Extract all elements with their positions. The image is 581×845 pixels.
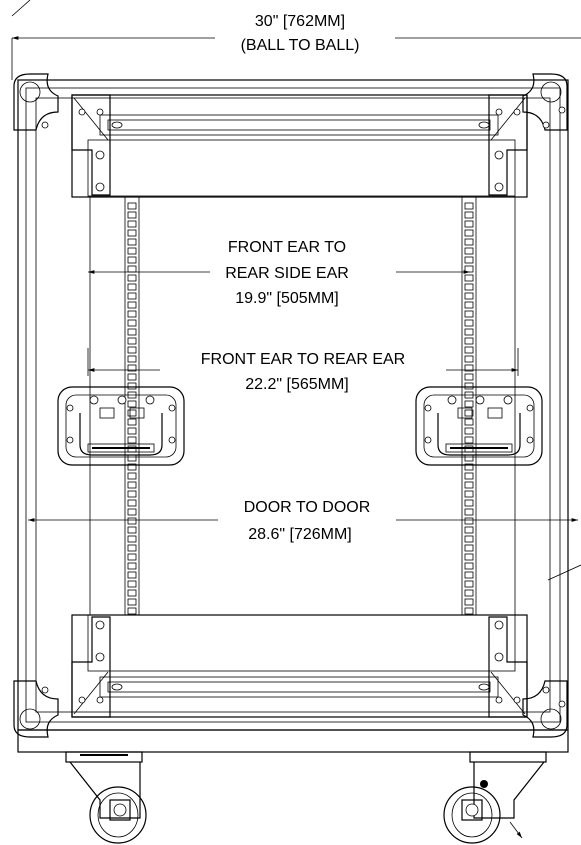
corner-ball-top-left	[13, 73, 59, 131]
rack-ear-top-right	[478, 94, 528, 196]
dimension-overall: 30" [762MM] (BALL TO BALL)	[11, 13, 581, 80]
dimension-front-to-rear: FRONT EAR TO REAR EAR 22.2" [565MM]	[87, 348, 519, 393]
top-rail-frame	[71, 94, 528, 198]
handle-right	[415, 386, 543, 466]
corner-ball-top-right	[522, 73, 568, 131]
dimension-front-to-rear-side: FRONT EAR TO REAR SIDE EAR 19.9" [505MM]	[88, 239, 470, 307]
dimension-door-to-door: DOOR TO DOOR 28.6" [726MM]	[27, 499, 578, 543]
rack-ear-top-left	[71, 94, 123, 196]
leader-line-top	[11, 0, 31, 17]
front-to-rear-line1: FRONT EAR TO REAR EAR	[201, 351, 405, 368]
rack-ear-bottom-right	[478, 616, 528, 718]
corner-ball-bottom-right	[522, 680, 568, 738]
rack-rail-right	[461, 196, 477, 616]
corner-ball-bottom-left	[13, 680, 59, 738]
caster-left	[65, 751, 147, 844]
handle-left	[57, 386, 185, 466]
door-to-door-line1: DOOR TO DOOR	[244, 499, 371, 516]
front-to-rear-side-line1: FRONT EAR TO	[228, 239, 346, 256]
case-body	[17, 79, 569, 731]
front-to-rear-line2: 22.2" [565MM]	[245, 376, 349, 393]
bottom-rail-frame	[71, 614, 528, 718]
front-to-rear-side-line3: 19.9" [505MM]	[235, 290, 339, 307]
leader-line-right	[547, 564, 581, 581]
door-to-door-line2: 28.6" [726MM]	[248, 526, 352, 543]
caster-right	[443, 751, 547, 844]
rack-ear-bottom-left	[71, 616, 123, 718]
case-base	[17, 729, 569, 753]
overall-dimension-line2: (BALL TO BALL)	[241, 37, 360, 54]
overall-dimension-line1: 30" [762MM]	[255, 13, 345, 30]
rack-opening	[89, 196, 516, 616]
front-to-rear-side-line2: REAR SIDE EAR	[225, 265, 349, 282]
rack-rail-left	[124, 196, 140, 616]
